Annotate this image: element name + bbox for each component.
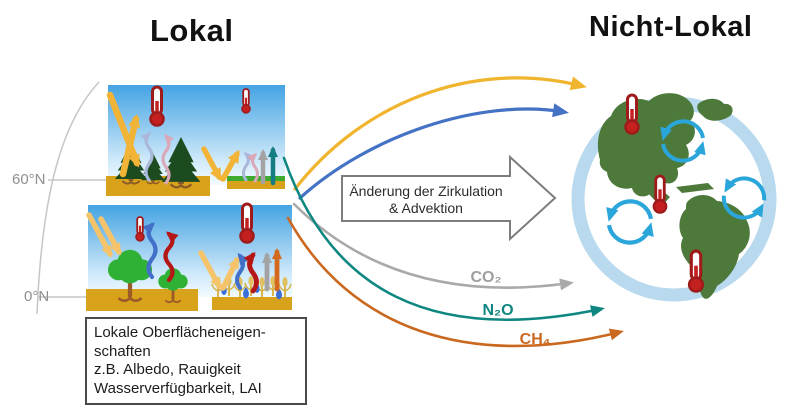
radiation-arrow-icon xyxy=(106,91,141,178)
thermometer-icon xyxy=(148,85,166,128)
latitude-label-0n: 0°N xyxy=(24,288,50,305)
radiation-arrow-icon xyxy=(201,146,240,182)
latitude-axis xyxy=(36,81,106,315)
n2o-label: N₂O xyxy=(482,302,514,319)
gas-arrows xyxy=(282,156,624,348)
thermometer-icon xyxy=(623,93,641,136)
latitude-label-60n: 60°N xyxy=(12,171,46,188)
ch4-arrow xyxy=(286,216,624,348)
warming-transport-arrow xyxy=(293,76,587,191)
circulation-transport-arrow xyxy=(298,103,569,200)
n2o-arrow xyxy=(282,156,605,322)
co2-label: CO₂ xyxy=(470,269,502,286)
surface-properties-box: Lokale Oberflächeneigen- schaften z.B. A… xyxy=(85,317,307,406)
thermometer-icon xyxy=(240,87,252,114)
ch4-label: CH₄ xyxy=(519,331,551,348)
transport-arrows xyxy=(293,76,587,200)
thermometer-icon xyxy=(238,202,256,245)
local-title: Lokal xyxy=(150,13,234,48)
thermometer-icon xyxy=(652,174,668,215)
thermometer-icon xyxy=(687,249,705,294)
thermometer-icon xyxy=(134,215,146,242)
local-scene-60n xyxy=(106,85,285,196)
nonlocal-title: Nicht-Lokal xyxy=(589,11,753,43)
circulation-arrow-label-line2: & Advektion xyxy=(389,199,463,216)
heat-flux-arrows xyxy=(140,131,278,186)
grass-soil xyxy=(227,181,285,189)
tree-soil xyxy=(86,289,198,311)
globe-icon xyxy=(571,93,777,302)
circulation-advection-arrow xyxy=(341,154,557,242)
circulation-arrow-label: Änderung der Zirkulation & Advektion xyxy=(344,183,508,216)
circulation-arrow-label-line1: Änderung der Zirkulation xyxy=(349,183,503,199)
local-scene-0n xyxy=(86,202,292,311)
heat-flux-arrows xyxy=(142,222,282,294)
radiation-arrow-icon xyxy=(86,212,240,291)
crop-soil xyxy=(212,297,292,310)
co2-arrow xyxy=(292,202,574,291)
latitude-arc xyxy=(36,81,100,315)
